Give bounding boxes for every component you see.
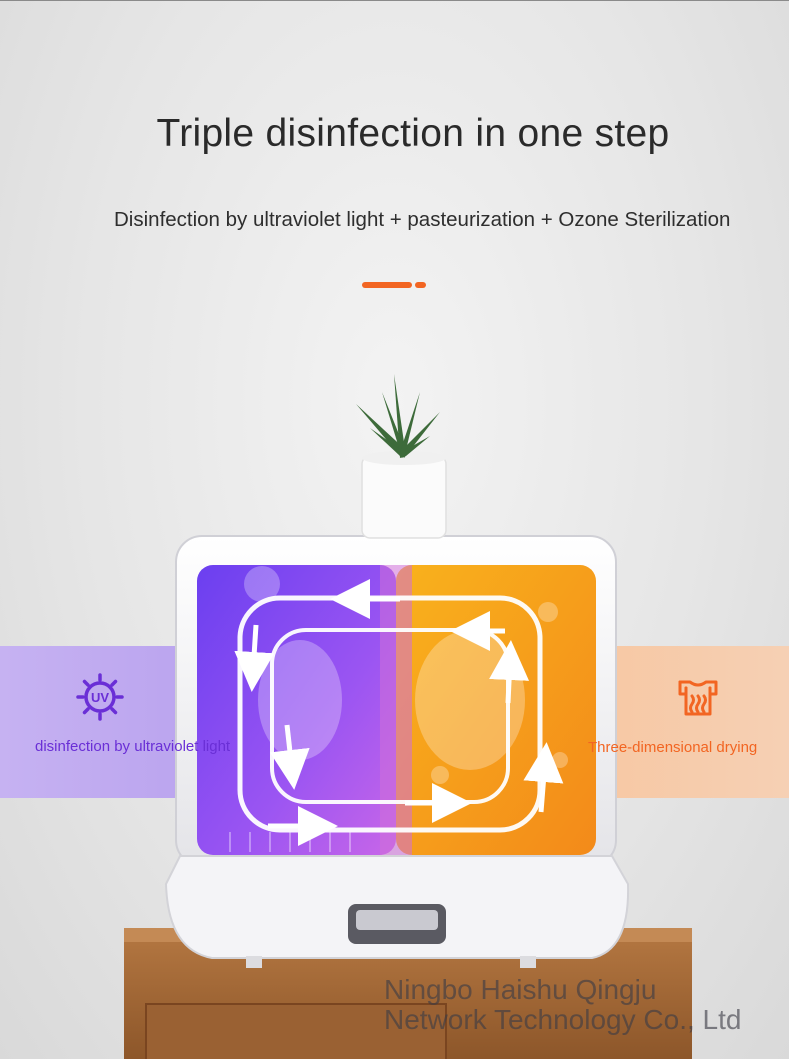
uv-icon: UV [76, 673, 124, 721]
potted-plant [356, 374, 447, 539]
drying-feature-panel [578, 646, 789, 798]
accent-bar-long [362, 282, 412, 288]
page-subtitle: Disinfection by ultraviolet light + past… [114, 208, 731, 231]
uv-feature-panel [0, 646, 220, 798]
drying-shirt-icon [678, 680, 718, 716]
company-watermark: Ningbo Haishu Qingju Network Technology … [384, 974, 742, 1035]
uv-icon-text: UV [91, 690, 109, 705]
drying-feature-label: Three-dimensional drying [588, 739, 758, 756]
uv-feature-label: disinfection by ultraviolet light [35, 738, 231, 755]
accent-bar-short [415, 282, 426, 288]
disinfection-cabinet-device [164, 535, 630, 968]
page-title: Triple disinfection in one step [156, 112, 670, 155]
top-divider [0, 0, 789, 1]
